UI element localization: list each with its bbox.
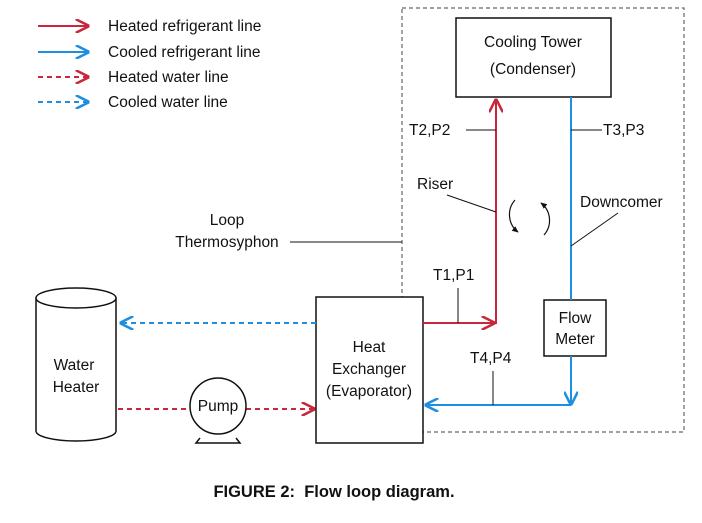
riser-callout: Riser [417, 176, 497, 213]
flow-meter: Flow Meter [543, 299, 607, 357]
loop-thermosyphon-callout: Loop Thermosyphon [175, 212, 402, 251]
circulation-icon [508, 199, 551, 236]
water-heater-label-2: Heater [53, 379, 100, 396]
legend-cooled-water: Cooled water line [38, 94, 228, 111]
flow-meter-label-2: Meter [555, 331, 595, 348]
heat-exchanger-label-2: Exchanger [332, 361, 406, 378]
t4p4-label: T4,P4 [470, 350, 512, 367]
downcomer-label: Downcomer [580, 194, 663, 211]
circulation-arrow-left [508, 199, 519, 233]
cooling-tower-label: Cooling Tower [484, 34, 582, 51]
figure-caption: FIGURE 2: Flow loop diagram. [213, 483, 454, 501]
loop-label: Loop [210, 212, 244, 229]
pump-stand [194, 437, 242, 444]
water-heater-body [35, 298, 117, 442]
evaporator-label: (Evaporator) [326, 383, 412, 400]
pump-body [189, 377, 247, 435]
thermosyphon-label: Thermosyphon [175, 234, 278, 251]
condenser-label: (Condenser) [490, 61, 576, 78]
cooling-tower: Cooling Tower (Condenser) [455, 17, 612, 98]
water-heater-label-1: Water [54, 357, 95, 374]
legend-cooled-refrigerant: Cooled refrigerant line [38, 44, 261, 61]
t2p2-label: T2,P2 [409, 122, 450, 139]
legend-label-heated-water: Heated water line [108, 69, 229, 86]
flow-meter-box [543, 299, 607, 357]
legend-label-cooled-water: Cooled water line [108, 94, 228, 111]
sensor-t2p2: T2,P2 [409, 122, 496, 139]
sensor-t1p1: T1,P1 [433, 267, 474, 323]
pump-label: Pump [198, 398, 239, 415]
legend: Heated refrigerant line Cooled refrigera… [38, 18, 261, 111]
water-heater-top [35, 287, 117, 309]
riser-leader [446, 194, 497, 213]
downcomer-leader [570, 212, 619, 247]
heat-exchanger: Heat Exchanger (Evaporator) [315, 296, 424, 444]
legend-label-heated-refrigerant: Heated refrigerant line [108, 18, 261, 35]
sensor-t4p4: T4,P4 [470, 350, 512, 405]
legend-heated-water: Heated water line [38, 69, 229, 86]
water-heater: Water Heater [35, 287, 117, 442]
riser-label: Riser [417, 176, 453, 193]
flow-meter-label-1: Flow [559, 310, 593, 327]
heat-exchanger-box [315, 296, 424, 444]
heat-exchanger-label-1: Heat [353, 339, 386, 356]
cooling-tower-box [455, 17, 612, 98]
legend-label-cooled-refrigerant: Cooled refrigerant line [108, 44, 261, 61]
pump: Pump [189, 377, 247, 444]
sensor-t3p3: T3,P3 [571, 122, 644, 139]
t3p3-label: T3,P3 [603, 122, 644, 139]
loop-thermosyphon-boundary [401, 7, 685, 433]
downcomer-callout: Downcomer [570, 194, 663, 247]
legend-heated-refrigerant: Heated refrigerant line [38, 18, 261, 35]
t1p1-label: T1,P1 [433, 267, 474, 284]
circulation-arrow-right [540, 202, 551, 236]
